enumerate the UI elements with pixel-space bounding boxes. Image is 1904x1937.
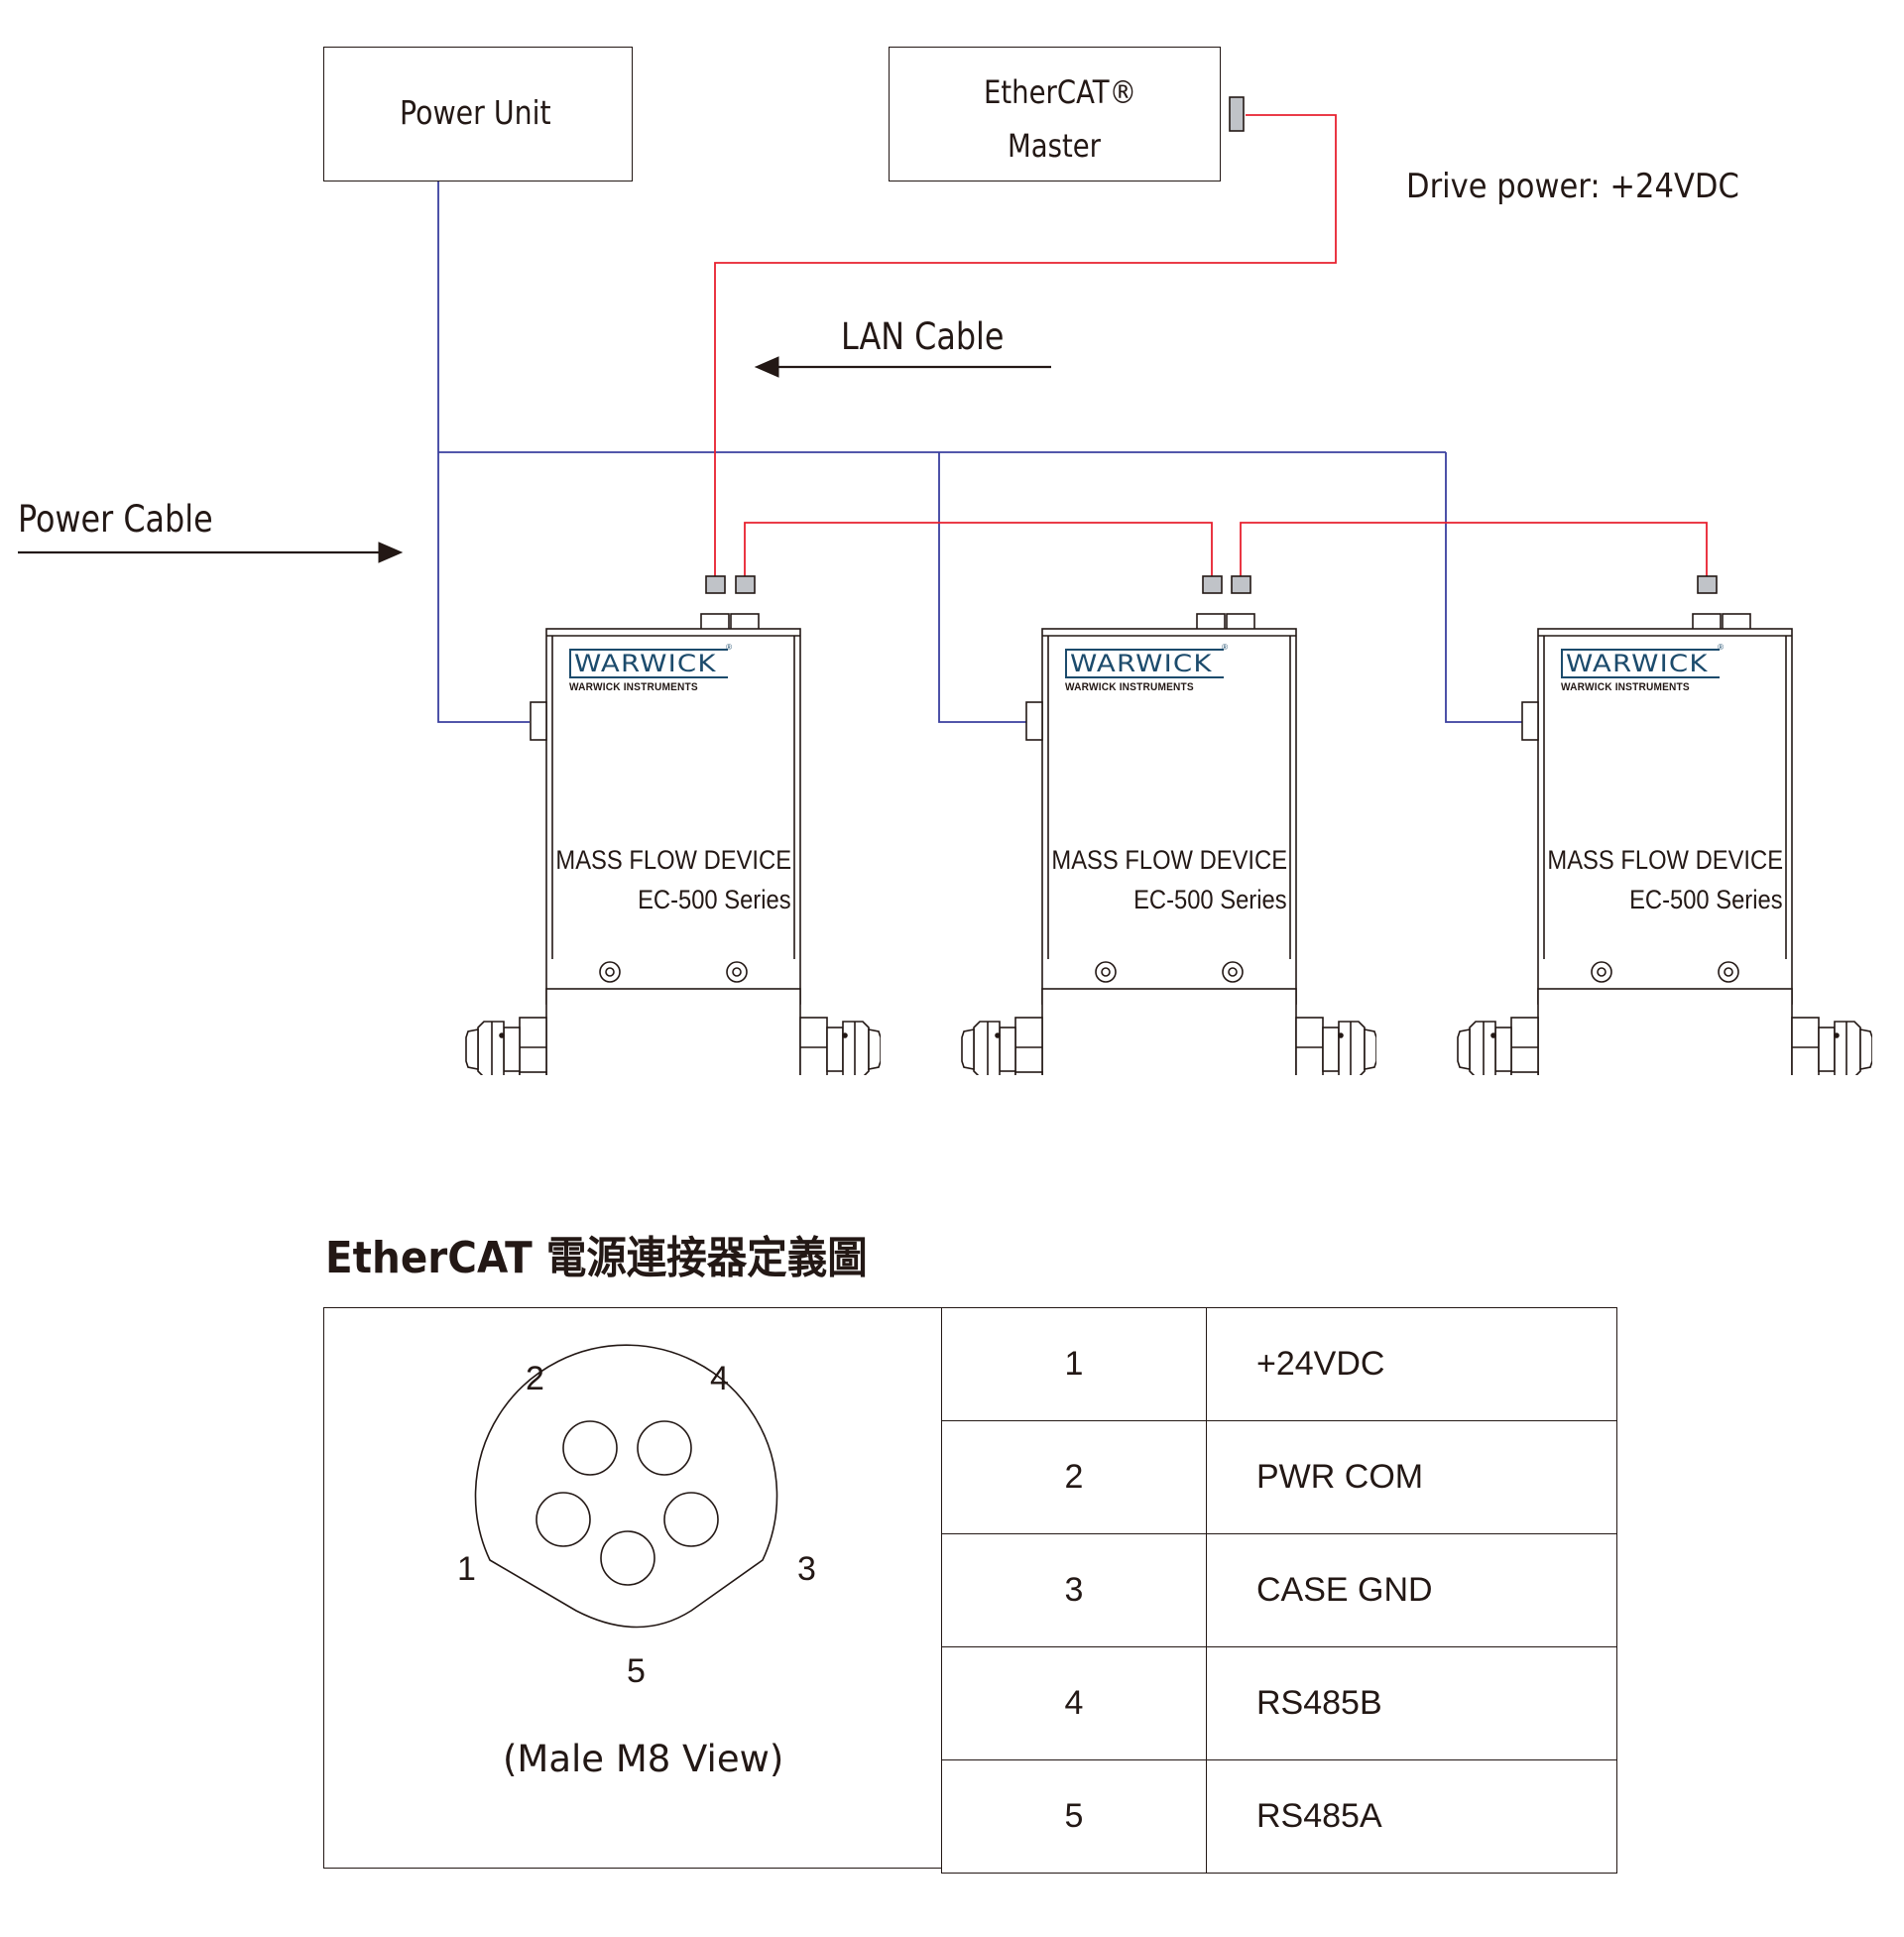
brand-name: WARWICK — [1070, 650, 1213, 677]
table-row: 1 +24VDC — [941, 1307, 1617, 1421]
warwick-logo: WARWICK ® WARWICK INSTRUMENTS — [1065, 643, 1228, 693]
pin-label-3: 3 — [797, 1550, 816, 1588]
drive-power-label: Drive power: +24VDC — [1406, 167, 1739, 206]
pin-hole-5 — [600, 1530, 655, 1586]
device-outline — [465, 613, 881, 1075]
brand-name: WARWICK — [1566, 650, 1709, 677]
ethercat-master-box: EtherCAT® Master — [889, 47, 1221, 182]
brand-subtitle: WARWICK INSTRUMENTS — [1561, 681, 1690, 693]
registered-icon: ® — [1718, 643, 1724, 652]
pin-signal: RS485B — [1206, 1646, 1617, 1760]
table-row: 2 PWR COM — [941, 1420, 1617, 1534]
power-unit-box: Power Unit — [323, 47, 633, 182]
brand-name: WARWICK — [574, 650, 717, 677]
lan-cable-label: LAN Cable — [841, 315, 1005, 358]
device-series: EC-500 Series — [638, 885, 791, 914]
table-row: 4 RS485B — [941, 1646, 1617, 1760]
power-cable-device-3 — [1445, 452, 1524, 723]
warwick-logo: WARWICK ® WARWICK INSTRUMENTS — [569, 643, 732, 693]
lan-plug — [735, 575, 756, 594]
m8-connector-face — [474, 1344, 778, 1629]
lan-cable-arrow — [754, 356, 1051, 378]
lan-cable-link-1-2 — [744, 522, 1213, 577]
lan-plug — [1202, 575, 1223, 594]
m8-connector-outline — [474, 1344, 778, 1629]
lan-cable-master — [714, 114, 1337, 577]
master-label-line1: EtherCAT® — [984, 73, 1137, 111]
warwick-logo: WARWICK ® WARWICK INSTRUMENTS — [1561, 643, 1724, 693]
mass-flow-device: WARWICK ® WARWICK INSTRUMENTS MASS FLOW … — [464, 609, 881, 1075]
pin-hole-3 — [663, 1492, 719, 1547]
pin-label-4: 4 — [710, 1360, 729, 1397]
brand-subtitle: WARWICK INSTRUMENTS — [1065, 681, 1194, 693]
pin-number: 3 — [941, 1533, 1207, 1647]
lan-plug — [1231, 575, 1251, 594]
pin-label-1: 1 — [457, 1550, 476, 1588]
pin-definition-table: 1 +24VDC 2 PWR COM 3 CASE GND 4 RS485B 5… — [941, 1307, 1617, 1874]
device-title: MASS FLOW DEVICE — [1547, 845, 1783, 875]
mass-flow-device: WARWICK ® WARWICK INSTRUMENTS MASS FLOW … — [960, 609, 1376, 1075]
table-row: 5 RS485A — [941, 1759, 1617, 1874]
view-label: (Male M8 View) — [503, 1738, 784, 1780]
pin-hole-1 — [536, 1492, 591, 1547]
pin-number: 1 — [941, 1307, 1207, 1421]
device-series: EC-500 Series — [1133, 885, 1287, 914]
device-title: MASS FLOW DEVICE — [555, 845, 791, 875]
lan-plug — [705, 575, 726, 594]
pin-number: 4 — [941, 1646, 1207, 1760]
power-unit-label: Power Unit — [400, 93, 551, 132]
pin-signal: RS485A — [1206, 1759, 1617, 1874]
power-cable-device-2 — [938, 452, 1029, 723]
lan-cable-link-2-3 — [1240, 522, 1708, 577]
device-title: MASS FLOW DEVICE — [1051, 845, 1287, 875]
device-outline — [1457, 613, 1872, 1075]
master-lan-port — [1229, 96, 1245, 132]
connector-title: EtherCAT 電源連接器定義圖 — [325, 1233, 868, 1283]
pin-signal: PWR COM — [1206, 1420, 1617, 1534]
master-label-line2: Master — [1008, 127, 1101, 165]
pin-label-5: 5 — [627, 1652, 646, 1690]
lan-plug — [1697, 575, 1718, 594]
power-cable-trunk — [437, 182, 530, 723]
connector-view-panel: 2 4 1 3 5 (Male M8 View) — [323, 1307, 942, 1869]
power-cable-arrow — [18, 542, 404, 563]
table-row: 3 CASE GND — [941, 1533, 1617, 1647]
pin-hole-4 — [637, 1420, 692, 1476]
power-cable-label: Power Cable — [18, 498, 213, 541]
registered-icon: ® — [726, 643, 732, 652]
pin-hole-2 — [562, 1420, 618, 1476]
pin-label-2: 2 — [526, 1360, 544, 1397]
device-outline — [961, 613, 1376, 1075]
power-cables — [437, 182, 1524, 723]
pin-number: 5 — [941, 1759, 1207, 1874]
mass-flow-device: WARWICK ® WARWICK INSTRUMENTS MASS FLOW … — [1456, 609, 1872, 1075]
lan-plugs — [705, 575, 1718, 594]
registered-icon: ® — [1222, 643, 1228, 652]
pin-signal: +24VDC — [1206, 1307, 1617, 1421]
pin-signal: CASE GND — [1206, 1533, 1617, 1647]
device-series: EC-500 Series — [1629, 885, 1783, 914]
lan-cables — [714, 114, 1708, 577]
brand-subtitle: WARWICK INSTRUMENTS — [569, 681, 698, 693]
pin-number: 2 — [941, 1420, 1207, 1534]
